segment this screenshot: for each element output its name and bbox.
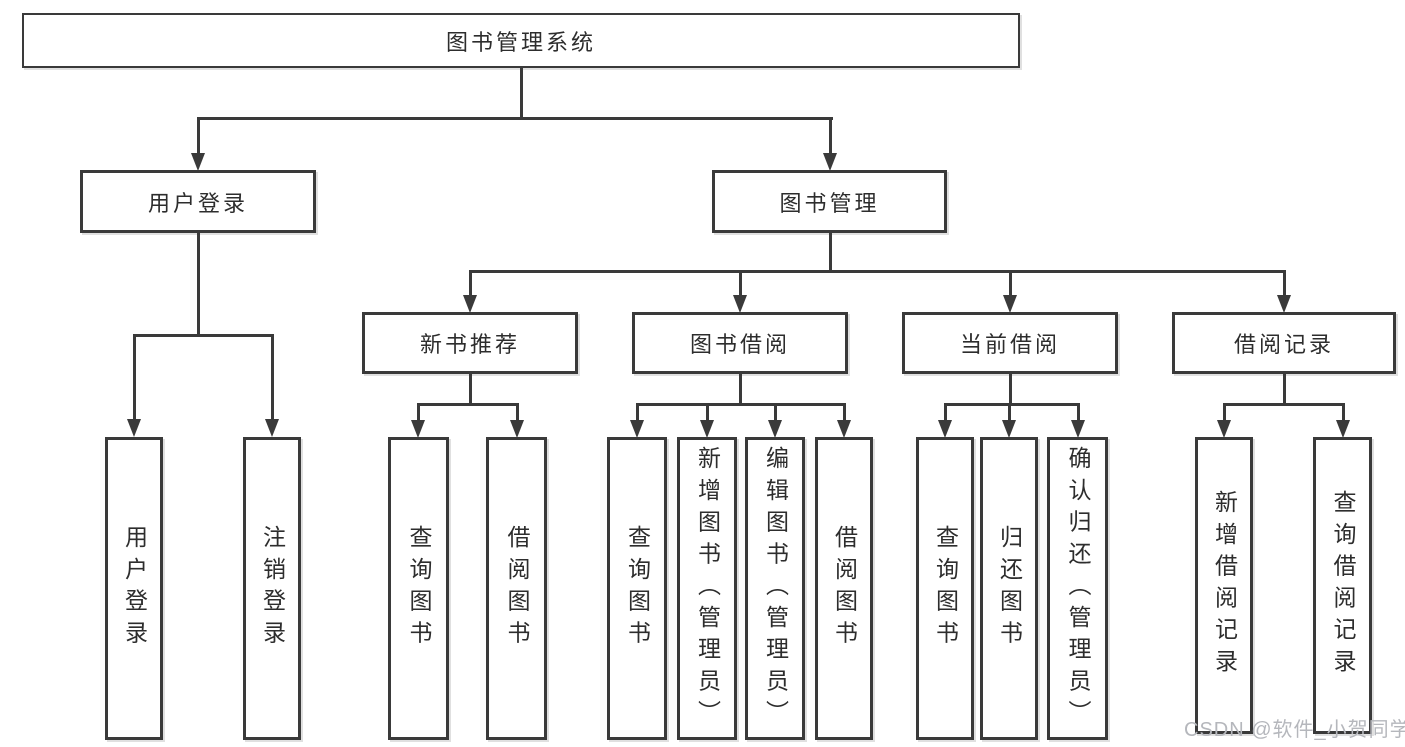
connector-line [1009,374,1012,405]
node-root: 图书管理系统 [22,13,1020,68]
node-book-management: 图书管理 [712,170,947,233]
connector-line [1223,406,1226,421]
arrowhead-down-icon [1071,420,1085,438]
arrowhead-down-icon [938,420,952,438]
arrowhead-down-icon [733,295,747,313]
connector-line [944,403,1080,406]
connector-line [739,374,742,405]
connector-line [520,68,523,120]
connector-line [469,270,1286,273]
connector-line [197,232,200,336]
connector-line [469,374,472,405]
connector-line [1283,273,1286,297]
connector-line [1342,406,1345,421]
arrowhead-down-icon [700,420,714,438]
leaf-add-borrow-record: 新增借阅记录 [1195,437,1253,734]
leaf-query-books-recommend: 查询图书 [388,437,449,740]
connector-line [829,232,832,272]
connector-line [1009,273,1012,297]
leaf-user-login: 用户登录 [105,437,163,740]
connector-line [706,406,709,421]
arrowhead-down-icon [630,420,644,438]
arrowhead-down-icon [510,420,524,438]
leaf-add-books-admin: 新增图书（管理员） [677,437,737,740]
leaf-query-books-borrowing: 查询图书 [607,437,667,740]
arrowhead-down-icon [1336,420,1350,438]
arrowhead-down-icon [1003,295,1017,313]
arrowhead-down-icon [1217,420,1231,438]
leaf-edit-books-admin: 编辑图书（管理员） [745,437,805,740]
connector-line [133,334,274,337]
leaf-query-borrow-record: 查询借阅记录 [1313,437,1372,734]
connector-line [944,406,947,421]
connector-line [774,406,777,421]
connector-line [636,406,639,421]
node-new-book-recommend: 新书推荐 [362,312,578,374]
connector-line [1223,403,1345,406]
connector-line [1077,406,1080,421]
leaf-return-books: 归还图书 [980,437,1038,740]
leaf-query-books-current: 查询图书 [916,437,974,740]
connector-line [829,120,832,155]
arrowhead-down-icon [265,419,279,437]
leaf-logout: 注销登录 [243,437,301,740]
connector-line [417,403,519,406]
node-user-login: 用户登录 [80,170,316,233]
arrowhead-down-icon [768,420,782,438]
arrowhead-down-icon [823,153,837,171]
connector-line [636,403,846,406]
arrowhead-down-icon [1002,420,1016,438]
connector-line [469,273,472,297]
connector-line [197,120,200,155]
arrowhead-down-icon [127,419,141,437]
connector-line [843,406,846,421]
connector-line [417,406,420,421]
connector-line [1283,374,1286,405]
connector-line [197,117,833,120]
node-borrowing-records: 借阅记录 [1172,312,1396,374]
connector-line [133,337,136,421]
leaf-confirm-return-admin: 确认归还（管理员） [1047,437,1108,740]
leaf-borrow-books-borrowing: 借阅图书 [815,437,873,740]
connector-line [516,406,519,421]
node-book-borrowing: 图书借阅 [632,312,848,374]
connector-line [1008,406,1011,421]
arrowhead-down-icon [411,420,425,438]
leaf-borrow-books-recommend: 借阅图书 [486,437,547,740]
connector-line [271,337,274,421]
connector-line [739,273,742,297]
arrowhead-down-icon [191,153,205,171]
arrowhead-down-icon [837,420,851,438]
watermark: CSDN @软件_小贺同学 [1184,719,1405,741]
arrowhead-down-icon [463,295,477,313]
arrowhead-down-icon [1277,295,1291,313]
node-current-borrowing: 当前借阅 [902,312,1118,374]
